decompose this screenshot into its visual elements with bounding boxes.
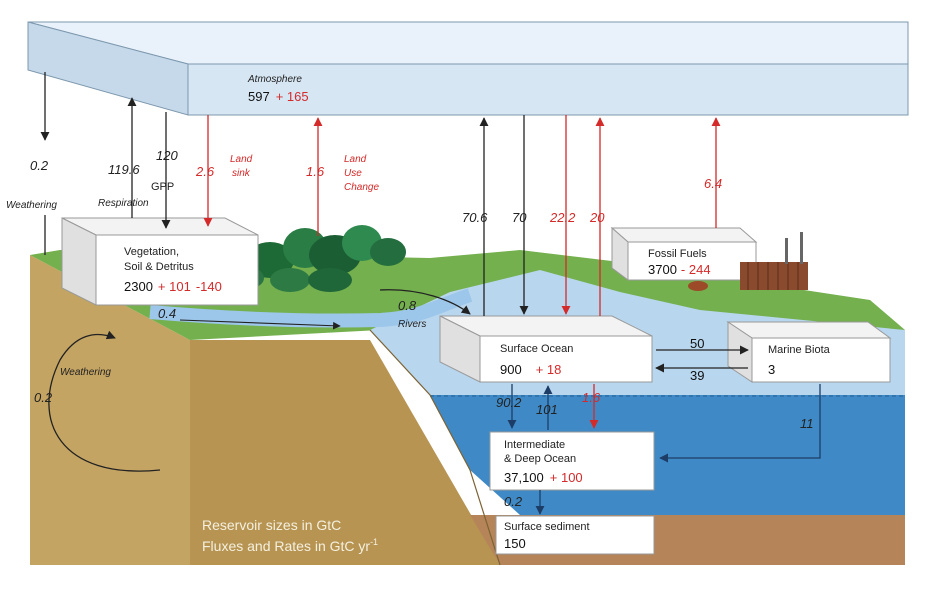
surface-ocean-value: 900+ 18 (500, 362, 561, 377)
label-weathering-top: Weathering (6, 200, 57, 211)
rock-weathering-arrow (48, 330, 161, 472)
flux-deep-to-surface: 101 (536, 402, 558, 417)
flux-ocean-up-red: 20 (589, 210, 605, 225)
flux-to-sediment: 0.2 (504, 494, 523, 509)
flux-biota-to-surface: 39 (690, 368, 704, 383)
land-runoff-arrow (179, 319, 341, 330)
atmosphere-name: Atmosphere (247, 74, 302, 85)
flux-gpp: 120 (156, 148, 178, 163)
sediment-name: Surface sediment (504, 521, 590, 533)
deep-ocean-name-1: Intermediate (504, 439, 565, 451)
flux-land-sink: 2.6 (195, 164, 215, 179)
vegetation-name-2: Soil & Detritus (124, 261, 194, 273)
factory-icon (740, 232, 808, 290)
label-rivers: Rivers (398, 319, 426, 330)
marine-biota-name: Marine Biota (768, 344, 831, 356)
surface-ocean-box (479, 335, 653, 383)
fossil-box (627, 241, 757, 281)
flux-respiration: 119.6 (108, 162, 140, 177)
flux-land-runoff: 0.4 (158, 306, 176, 321)
label-land-sink-1: Land (230, 154, 253, 165)
fossil-value: 3700- 244 (648, 262, 711, 277)
flux-fossil-emission: 6.4 (704, 176, 722, 191)
flux-weathering-atm: 0.2 (30, 158, 49, 173)
fossil-box-top (610, 227, 758, 243)
label-weathering-rock: Weathering (60, 367, 111, 378)
vegetation-box (95, 234, 259, 306)
atmosphere-value: 597+ 165 (248, 89, 309, 104)
label-gpp: GPP (151, 181, 174, 193)
flux-surface-to-deep: 90.2 (496, 395, 522, 410)
oil-deposit-icon (688, 281, 708, 291)
flux-ocean-down-red: 22.2 (549, 210, 576, 225)
marine-biota-box-top (726, 321, 892, 339)
flux-surface-to-biota: 50 (690, 336, 704, 351)
soil-front (30, 255, 190, 565)
label-land-sink-2: sink (232, 168, 251, 179)
forest-icon (236, 225, 406, 292)
marine-biota-value: 3 (768, 362, 775, 377)
flux-deep-red: 1.6 (582, 390, 601, 405)
sediment-box (495, 515, 655, 555)
river (149, 288, 473, 328)
rivers-arrow (379, 289, 471, 315)
flux-rivers: 0.8 (398, 298, 417, 313)
deep-ocean-box (489, 431, 655, 491)
flux-land-use: 1.6 (306, 164, 325, 179)
atmosphere-front (187, 63, 909, 116)
label-land-use-2: Use (344, 168, 362, 179)
flux-weathering-rock: 0.2 (34, 390, 53, 405)
biota-to-deep-arrow (659, 384, 821, 463)
deep-ocean-name-2: & Deep Ocean (504, 453, 576, 465)
fossil-name: Fossil Fuels (648, 248, 707, 260)
deep-ocean-value: 37,100+ 100 (504, 470, 583, 485)
vegetation-name-1: Vegetation, (124, 246, 179, 258)
legend-line-1: Reservoir sizes in GtC (202, 517, 341, 533)
flux-biota-to-deep: 11 (800, 416, 814, 431)
marine-biota-box (751, 337, 891, 383)
sediment-value: 150 (504, 536, 526, 551)
label-land-use-3: Change (344, 182, 379, 193)
vegetation-value: 2300+ 101-140 (124, 279, 222, 294)
legend-line-2: Fluxes and Rates in GtC yr-1 (202, 537, 378, 554)
flux-ocean-down: 70 (512, 210, 527, 225)
flux-ocean-up: 70.6 (462, 210, 488, 225)
label-respiration: Respiration (98, 198, 149, 209)
surface-ocean-name: Surface Ocean (500, 343, 573, 355)
label-land-use-1: Land (344, 154, 367, 165)
soil-side (190, 340, 500, 565)
